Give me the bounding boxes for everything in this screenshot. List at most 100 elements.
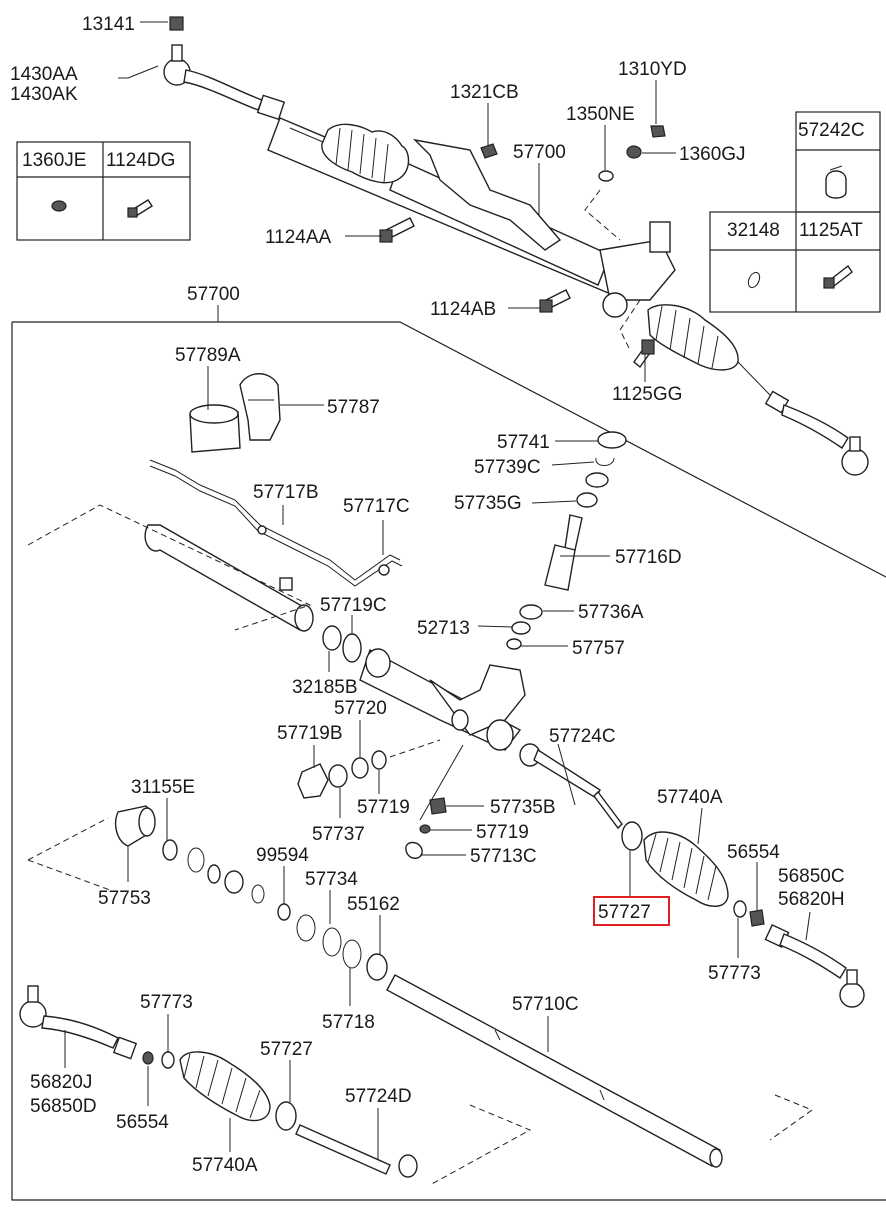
label-57242C: 57242C bbox=[798, 120, 865, 141]
label-1321CB: 1321CB bbox=[450, 82, 519, 103]
tie-rod-end-right bbox=[764, 924, 865, 1008]
label-57740A-left: 57740A bbox=[192, 1155, 258, 1176]
bolt-1321CB bbox=[480, 143, 498, 159]
seal-57736A bbox=[519, 604, 543, 620]
label-1124AA: 1124AA bbox=[265, 227, 332, 248]
label-57753: 57753 bbox=[98, 888, 151, 909]
label-57700-main: 57700 bbox=[187, 284, 240, 305]
label-1430AK: 1430AK bbox=[10, 84, 78, 105]
tie-rod-end-left bbox=[19, 985, 138, 1060]
label-57724D: 57724D bbox=[345, 1086, 412, 1107]
label-57700-top: 57700 bbox=[513, 142, 566, 163]
o-ring-left-1 bbox=[187, 847, 205, 873]
clamp-ring-57727-right bbox=[621, 821, 643, 851]
label-57724C: 57724C bbox=[549, 726, 616, 747]
label-57737: 57737 bbox=[312, 824, 365, 845]
label-32185B: 32185B bbox=[292, 677, 358, 698]
label-57757: 57757 bbox=[572, 638, 625, 659]
nut-56554-left bbox=[142, 1051, 154, 1065]
label-57713C: 57713C bbox=[470, 846, 537, 867]
bolt-1124DG-icon bbox=[127, 199, 153, 218]
boot-57740A-right bbox=[643, 831, 729, 907]
label-1310YD: 1310YD bbox=[618, 59, 687, 80]
nut-13141 bbox=[169, 16, 184, 31]
bushing-57753 bbox=[114, 805, 156, 847]
label-57710C: 57710C bbox=[512, 994, 579, 1015]
bolt-1124AA bbox=[379, 217, 415, 243]
label-57727-right: 57727 bbox=[598, 902, 651, 923]
cotter-pin-1430 bbox=[127, 65, 159, 79]
bracket-top bbox=[412, 138, 562, 251]
ring-57757 bbox=[506, 638, 522, 650]
label-57736A: 57736A bbox=[578, 602, 644, 623]
label-57727-left: 57727 bbox=[260, 1039, 313, 1060]
leader-lines bbox=[64, 21, 811, 1160]
clamp-ring-57727-left bbox=[275, 1101, 297, 1131]
label-56850D: 56850D bbox=[30, 1096, 97, 1117]
ring-99594 bbox=[277, 903, 291, 921]
ring-57718-b bbox=[342, 939, 362, 969]
ring-left-2 bbox=[207, 864, 221, 884]
label-1125GG: 1125GG bbox=[612, 384, 682, 405]
nut-1360GJ bbox=[626, 145, 642, 159]
label-56820H: 56820H bbox=[778, 889, 845, 910]
label-57773-left: 57773 bbox=[140, 992, 193, 1013]
label-57741: 57741 bbox=[497, 432, 550, 453]
plug-57719 bbox=[371, 750, 387, 770]
nut-1310YD bbox=[650, 125, 666, 138]
label-1360JE: 1360JE bbox=[22, 150, 86, 171]
yoke-57720 bbox=[351, 757, 369, 779]
label-57719-a: 57719 bbox=[357, 797, 410, 818]
pinion-housing-top bbox=[599, 221, 676, 318]
o-ring-left-4 bbox=[251, 884, 265, 904]
label-57720: 57720 bbox=[334, 698, 387, 719]
exploded-view-frame bbox=[11, 321, 886, 1201]
seal-55162 bbox=[366, 953, 388, 981]
washer-57741 bbox=[597, 431, 627, 449]
boot-top-right bbox=[647, 304, 739, 371]
ring-left-3 bbox=[224, 870, 244, 894]
inner-rod-57724D bbox=[295, 1124, 418, 1178]
tie-rod-end-top-left bbox=[163, 44, 286, 121]
ring-31155E bbox=[162, 839, 178, 861]
label-57719B: 57719B bbox=[277, 723, 343, 744]
label-57717B: 57717B bbox=[253, 482, 319, 503]
label-56820J: 56820J bbox=[30, 1072, 92, 1093]
clip-57773-right bbox=[733, 900, 747, 918]
spring-57737 bbox=[328, 764, 348, 788]
label-57719C: 57719C bbox=[320, 595, 387, 616]
part-labels: 13141 1430AA 1430AK 1321CB 1310YD 1350NE… bbox=[10, 14, 865, 1176]
ring-57718-a bbox=[322, 927, 342, 957]
ring-57734 bbox=[296, 914, 316, 942]
o-ring-32148-icon bbox=[747, 271, 761, 289]
label-1360GJ: 1360GJ bbox=[679, 144, 746, 165]
label-56554-right: 56554 bbox=[727, 842, 780, 863]
label-1124DG: 1124DG bbox=[106, 150, 175, 171]
nut-57719-small bbox=[419, 824, 431, 834]
label-57739C: 57739C bbox=[474, 457, 541, 478]
washer-1350NE bbox=[598, 170, 614, 182]
fitting-57713C bbox=[405, 841, 423, 859]
label-57787: 57787 bbox=[327, 397, 380, 418]
seal-57735G bbox=[576, 492, 598, 508]
label-57735G: 57735G bbox=[454, 493, 522, 514]
label-57719-b: 57719 bbox=[476, 822, 529, 843]
seal-57719C bbox=[342, 633, 362, 663]
seal-32185B bbox=[322, 625, 342, 651]
pinion-57716D bbox=[544, 514, 583, 591]
bolt-1124AB bbox=[539, 289, 571, 313]
label-31155E: 31155E bbox=[131, 777, 195, 798]
snap-ring-57739C bbox=[595, 457, 615, 466]
label-1430AA: 1430AA bbox=[10, 64, 78, 85]
label-99594: 99594 bbox=[256, 845, 309, 866]
clip-57773-left bbox=[161, 1051, 175, 1069]
highlight-box-57727 bbox=[593, 896, 670, 926]
nut-1360JE-icon bbox=[51, 200, 67, 212]
label-57740A-right: 57740A bbox=[657, 787, 723, 808]
ring-52713 bbox=[511, 621, 531, 635]
label-13141: 13141 bbox=[82, 14, 135, 35]
label-1124AB: 1124AB bbox=[430, 299, 496, 320]
label-56850C: 56850C bbox=[778, 866, 845, 887]
label-57789A: 57789A bbox=[175, 345, 241, 366]
